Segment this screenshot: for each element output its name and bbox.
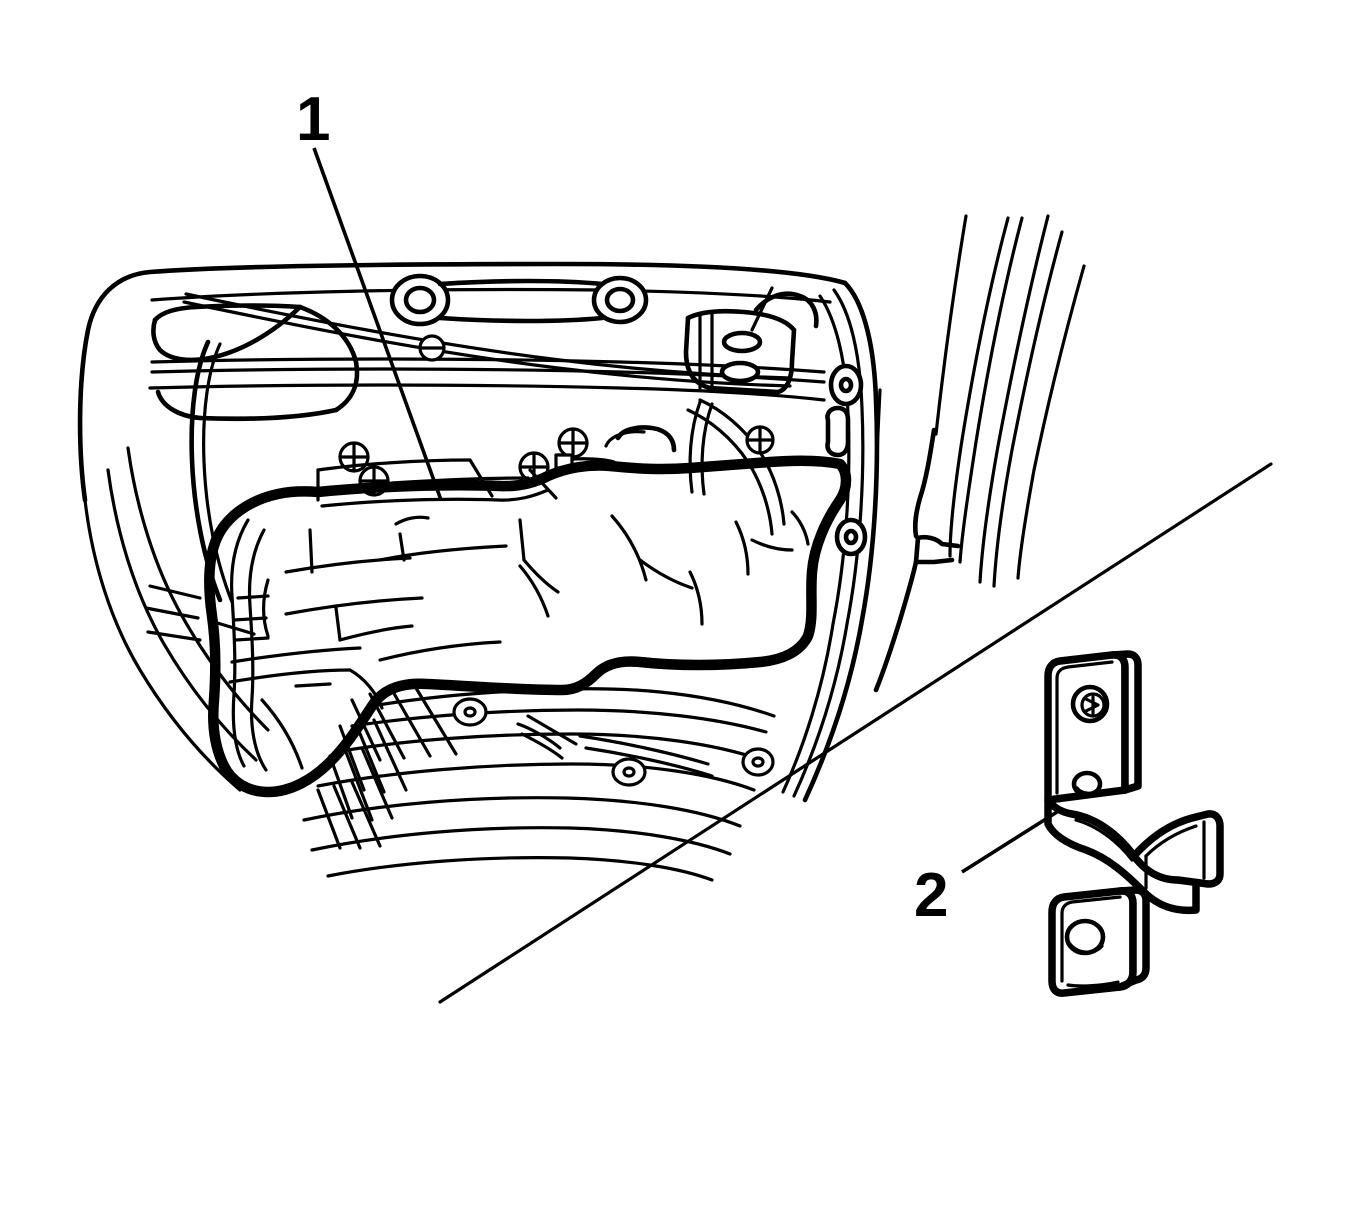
upper-grommet-pair — [389, 273, 649, 327]
lower-grommets — [452, 697, 775, 787]
deflector-wrinkles — [228, 510, 810, 770]
frame-grommets — [825, 363, 868, 557]
body-pillar — [873, 214, 1086, 693]
callout-2-leader-line — [961, 810, 1058, 874]
bracket-screw — [1070, 684, 1110, 724]
panel-screws — [338, 425, 775, 497]
callout-1-label: 1 — [296, 85, 330, 154]
callout-2-label: 2 — [914, 861, 948, 930]
latch-bracket — [683, 286, 819, 395]
lower-panel-hatching — [144, 584, 458, 850]
door-upper-structure — [148, 273, 868, 604]
callout-1-leader-line — [312, 147, 443, 501]
section-break-line — [438, 462, 1273, 1004]
door-inner-panel — [77, 261, 880, 803]
door-lower-structure — [144, 584, 776, 882]
callout-group: 1 2 — [296, 85, 1058, 930]
water-deflector — [204, 455, 852, 798]
z-shaped-bracket — [1044, 650, 1224, 997]
